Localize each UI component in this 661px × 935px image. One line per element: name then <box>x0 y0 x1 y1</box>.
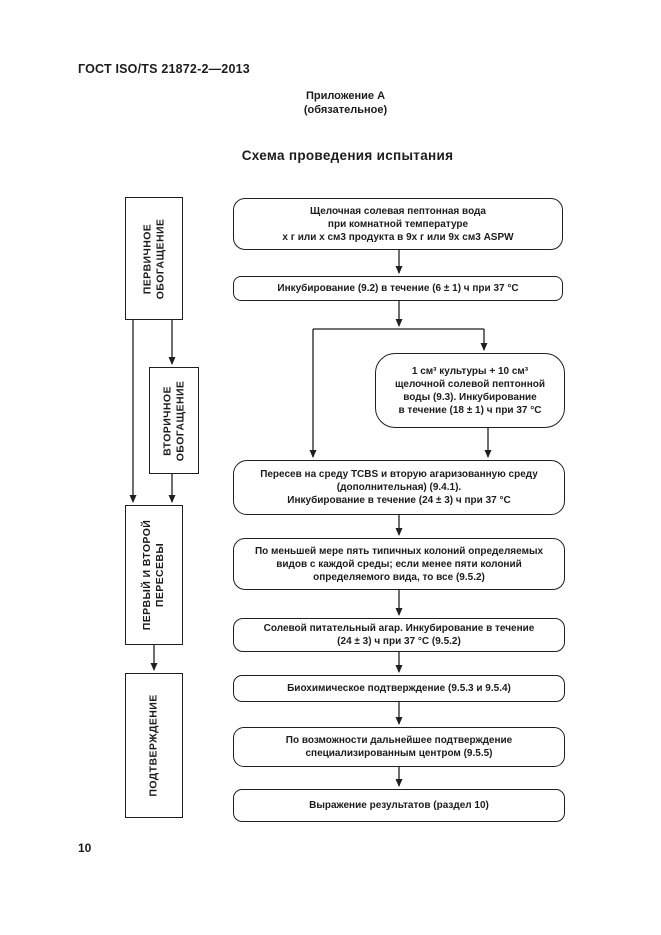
step-text-line: (дополнительная) (9.4.1). <box>336 482 462 493</box>
stage-first-second-plating: ПЕРВЫЙ И ВТОРОЙ ПЕРЕСЕВЫ <box>125 505 183 645</box>
step-text-line: Солевой питательный агар. Инкубирование … <box>263 623 535 634</box>
step-text-line: воды (9.3). Инкубирование <box>403 391 537 403</box>
step-text-line: По меньшей мере пять типичных колоний оп… <box>254 545 544 557</box>
flow-step-specialized-center: По возможности дальнейшее подтверждение … <box>233 727 565 767</box>
stage-label-line: ПЕРВИЧНОЕ <box>141 223 153 294</box>
stage-confirmation: ПОДТВЕРЖДЕНИЕ <box>125 673 183 818</box>
stage-label-line: ПЕРЕСЕВЫ <box>154 542 166 608</box>
step-text-line: 1 см³ культуры + 10 см³ <box>411 365 529 377</box>
step-text-line: Инкубирование (9.2) в течение (6 ± 1) ч … <box>277 283 519 294</box>
page-title: Схема проведения испытания <box>241 148 454 163</box>
flow-step-biochemical: Биохимическое подтверждение (9.5.3 и 9.5… <box>233 675 565 702</box>
flow-step-aspw: Щелочная солевая пептонная вода при комн… <box>233 198 563 250</box>
stage-label-line: ОБОГАЩЕНИЕ <box>154 218 166 299</box>
step-text-line: в течение (18 ± 1) ч при 37 °С <box>398 404 542 416</box>
stage-primary-enrichment: ПЕРВИЧНОЕ ОБОГАЩЕНИЕ <box>125 197 183 320</box>
step-text-line: Выражение результатов (раздел 10) <box>309 800 489 811</box>
step-text-line: (24 ± 3) ч при 37 °С (9.5.2) <box>337 636 461 647</box>
step-text-line: Пересев на среду TCBS и вторую агаризова… <box>260 469 538 480</box>
stage-label: ПЕРВЫЙ И ВТОРОЙ ПЕРЕСЕВЫ <box>141 520 167 630</box>
step-text-line: Инкубирование в течение (24 ± 3) ч при 3… <box>287 495 511 506</box>
annex-title: Приложение А <box>305 90 386 102</box>
step-text-line: щелочной солевой пептонной <box>394 378 546 390</box>
stage-label-line: ВТОРИЧНОЕ <box>161 385 173 456</box>
stage-label-line: ПЕРВЫЙ И ВТОРОЙ <box>141 519 153 631</box>
stage-label-line: ОБОГАЩЕНИЕ <box>174 380 186 461</box>
step-text-line: По возможности дальнейшее подтверждение <box>285 735 513 746</box>
flow-step-incubation-1: Инкубирование (9.2) в течение (6 ± 1) ч … <box>233 276 563 301</box>
page-number: 10 <box>78 841 92 855</box>
flow-step-saline-agar: Солевой питательный агар. Инкубирование … <box>233 618 565 652</box>
step-text-line: определяемого вида, то все (9.5.2) <box>313 571 485 583</box>
step-text-line: Щелочная солевая пептонная вода <box>310 205 486 217</box>
stage-label: ПОДТВЕРЖДЕНИЕ <box>148 694 161 796</box>
flow-step-colonies: По меньшей мере пять типичных колоний оп… <box>233 538 565 590</box>
flow-step-results: Выражение результатов (раздел 10) <box>233 789 565 822</box>
document-header: ГОСТ ISO/TS 21872-2—2013 <box>78 62 250 76</box>
step-text-line: Биохимическое подтверждение (9.5.3 и 9.5… <box>287 683 511 694</box>
stage-label-line: ПОДТВЕРЖДЕНИЕ <box>147 694 160 797</box>
step-text-line: х г или х см3 продукта в 9х г или 9х см3… <box>282 231 514 243</box>
annex-heading: Приложение А (обязательное) <box>15 89 661 117</box>
stage-label: ПЕРВИЧНОЕ ОБОГАЩЕНИЕ <box>141 218 167 299</box>
stage-label: ВТОРИЧНОЕ ОБОГАЩЕНИЕ <box>161 380 187 461</box>
step-text-line: видов с каждой среды; если менее пяти ко… <box>276 558 522 570</box>
annex-subtitle: (обязательное) <box>303 104 388 116</box>
step-text-line: специализированным центром (9.5.5) <box>305 748 493 759</box>
flow-step-secondary-culture: 1 см³ культуры + 10 см³ щелочной солевой… <box>375 353 565 428</box>
flow-step-tcbs-plating: Пересев на среду TCBS и вторую агаризова… <box>233 460 565 515</box>
stage-secondary-enrichment: ВТОРИЧНОЕ ОБОГАЩЕНИЕ <box>149 367 199 474</box>
step-text-line: при комнатной температуре <box>327 218 469 230</box>
